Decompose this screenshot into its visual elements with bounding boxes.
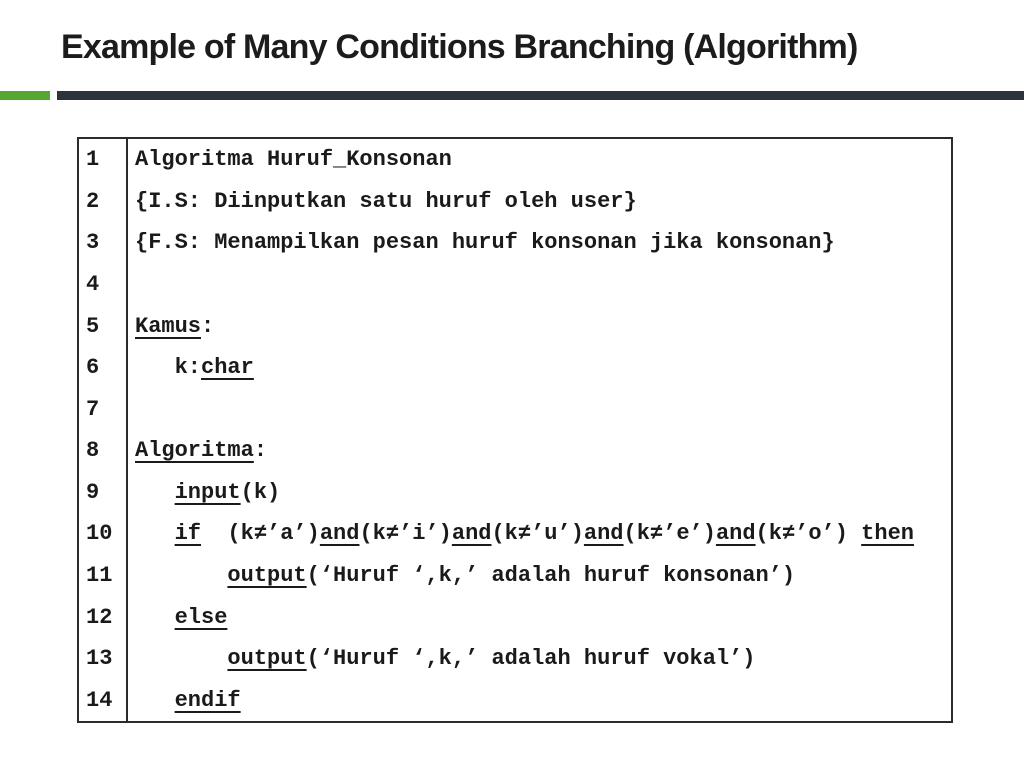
- algorithm-table: 1 Algoritma Huruf_Konsonan 2 {I.S: Diinputk…: [77, 137, 953, 723]
- code-line: [128, 388, 951, 430]
- code-keyword: Algoritma: [135, 438, 254, 464]
- line-number: 6: [79, 346, 128, 389]
- code-text: [135, 480, 175, 505]
- code-text: (k≠’e’): [623, 521, 716, 547]
- code-keyword: then: [861, 521, 914, 547]
- line-number: 13: [79, 637, 128, 680]
- code-line: {I.S: Diinputkan satu huruf oleh user}: [128, 181, 951, 223]
- code-text: {I.S: Diinputkan satu huruf oleh user}: [135, 188, 637, 214]
- code-keyword: char: [201, 355, 254, 381]
- code-keyword: and: [319, 521, 360, 547]
- code-text: [135, 605, 175, 630]
- line-number: 14: [79, 679, 128, 722]
- code-line: if (k≠’a’)and(k≠’i’)and(k≠’u’)and(k≠’e’)…: [128, 513, 951, 555]
- code-line: output(‘Huruf ‘,k,’ adalah huruf konsona…: [128, 555, 951, 597]
- table-row: 7: [79, 388, 951, 431]
- code-text: [135, 646, 227, 671]
- table-row: 12 else: [79, 596, 951, 638]
- line-number: 11: [79, 554, 128, 597]
- code-line: endif: [128, 680, 951, 722]
- code-keyword: else: [174, 604, 228, 630]
- code-keyword: and: [583, 521, 624, 547]
- code-keyword: and: [451, 521, 492, 547]
- code-line: Algoritma:: [128, 430, 951, 472]
- table-row: 10 if (k≠’a’)and(k≠’i’)and(k≠’u’)and(k≠’…: [79, 513, 951, 555]
- code-text: (k≠’i’): [359, 521, 452, 547]
- table-row: 14 endif: [79, 679, 951, 722]
- code-keyword: Kamus: [135, 313, 202, 339]
- code-text: Algoritma Huruf_Konsonan: [135, 147, 452, 173]
- code-line: Algoritma Huruf_Konsonan: [128, 139, 951, 181]
- accent-bar-green: [0, 91, 50, 100]
- code-line: input(k): [128, 472, 951, 514]
- table-row: 13 output(‘Huruf ‘,k,’ adalah huruf voka…: [79, 637, 951, 680]
- code-line: else: [128, 596, 951, 638]
- line-number: 5: [79, 305, 128, 347]
- code-text: (‘Huruf ‘,k,’ adalah huruf vokal’): [306, 646, 756, 672]
- accent-bar-dark: [57, 91, 1024, 100]
- table-row: 6 k:char: [79, 346, 951, 389]
- code-text: [135, 563, 227, 588]
- line-number: 9: [79, 471, 128, 514]
- code-text: (‘Huruf ‘,k,’ adalah huruf konsonan’): [306, 563, 796, 589]
- page-title: Example of Many Conditions Branching (Al…: [61, 28, 858, 66]
- line-number: 8: [79, 430, 128, 472]
- code-keyword: output: [227, 563, 307, 589]
- table-row: 11 output(‘Huruf ‘,k,’ adalah huruf kons…: [79, 554, 951, 597]
- code-text: [135, 521, 175, 546]
- code-keyword: input: [174, 479, 241, 505]
- table-row: 4: [79, 263, 951, 306]
- table-row: 9 input(k): [79, 471, 951, 514]
- code-text: (k): [240, 479, 281, 505]
- table-row: 1 Algoritma Huruf_Konsonan: [79, 139, 951, 181]
- code-text: (k≠’a’): [201, 521, 320, 547]
- line-number: 10: [79, 513, 128, 555]
- code-keyword: output: [227, 646, 307, 672]
- code-line: [128, 264, 951, 306]
- code-line: output(‘Huruf ‘,k,’ adalah huruf vokal’): [128, 638, 951, 680]
- line-number: 2: [79, 180, 128, 223]
- line-number: 7: [79, 388, 128, 431]
- code-text: :: [253, 438, 268, 464]
- code-line: k:char: [128, 347, 951, 389]
- code-text: (k≠’u’): [491, 521, 584, 547]
- code-text: [135, 688, 175, 713]
- code-keyword: endif: [174, 687, 241, 713]
- line-number: 12: [79, 596, 128, 638]
- table-row: 2 {I.S: Diinputkan satu huruf oleh user}: [79, 180, 951, 223]
- code-text: :: [201, 313, 215, 339]
- code-line: Kamus:: [128, 305, 951, 347]
- line-number: 3: [79, 222, 128, 264]
- code-text: k:: [135, 355, 202, 381]
- code-text: {F.S: Menampilkan pesan huruf konsonan j…: [135, 230, 835, 256]
- code-keyword: and: [715, 521, 756, 547]
- code-keyword: if: [174, 521, 202, 547]
- line-number: 1: [79, 139, 128, 181]
- code-line: {F.S: Menampilkan pesan huruf konsonan j…: [128, 222, 951, 264]
- code-text: (k≠’o’): [755, 521, 862, 547]
- table-row: 3 {F.S: Menampilkan pesan huruf konsonan …: [79, 222, 951, 264]
- line-number: 4: [79, 263, 128, 306]
